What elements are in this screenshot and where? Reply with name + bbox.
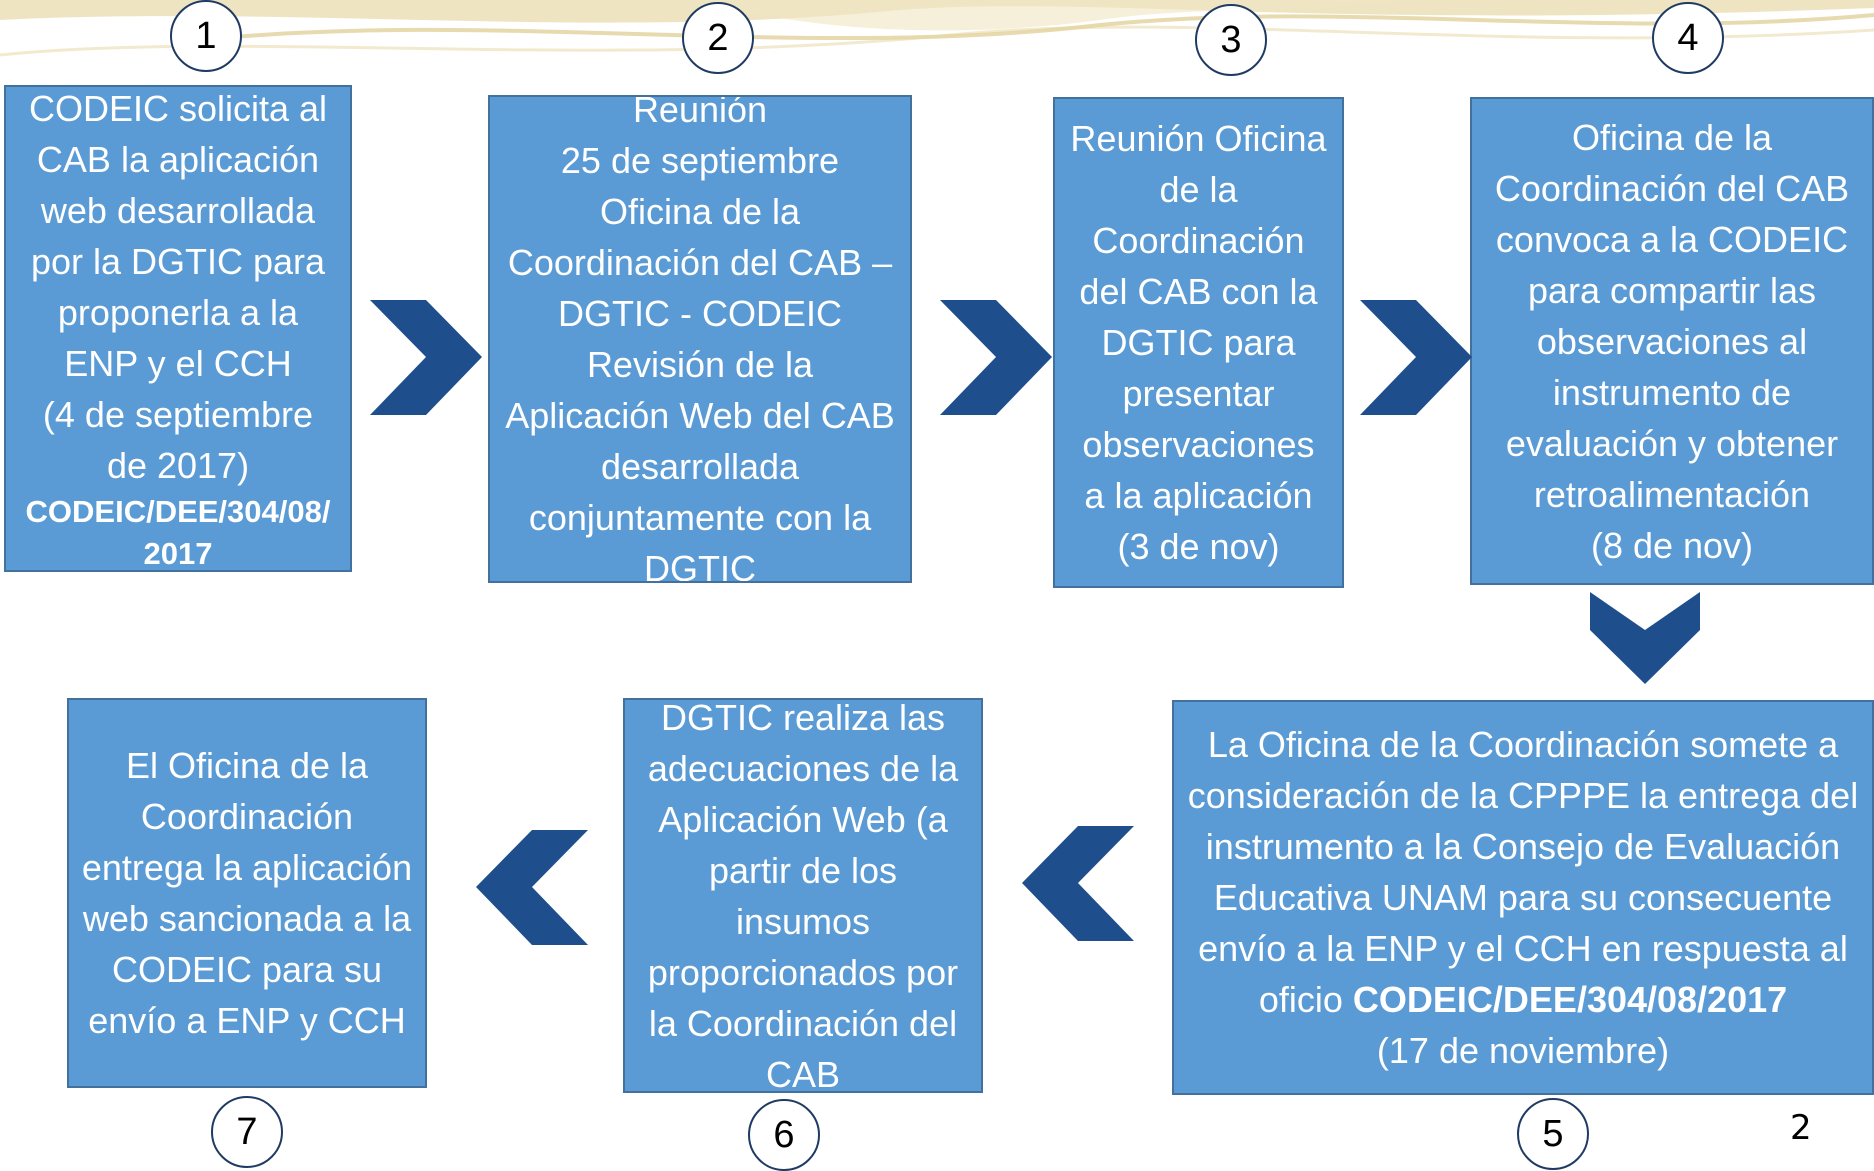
step-text-line: de la (1159, 169, 1238, 210)
step-text-line: la Coordinación del (648, 1002, 958, 1044)
step-text-line: Oficina de la (599, 191, 801, 232)
step-text-line: Coordinación (1092, 220, 1305, 261)
step-text-line: proporcionados por (647, 951, 959, 993)
step-text-line: presentar (1122, 373, 1275, 414)
step-text-line: CODEIC solicita al (28, 87, 328, 129)
step-text-line: ENP y el CCH (64, 342, 292, 384)
arrow-right-icon (370, 300, 482, 415)
step-7-number-circle: 7 (211, 1096, 283, 1168)
step-text-line: DGTIC para (1101, 322, 1296, 363)
step-text-line: 2017 (143, 535, 213, 571)
step-text-line: envío a la ENP y el CCH en respuesta al (1198, 928, 1848, 969)
step-text-line: (3 de nov) (1117, 526, 1280, 567)
arrow-right-icon (940, 300, 1052, 415)
step-text-line: 25 de septiembre (560, 140, 840, 181)
step-text-line: CAB (765, 1053, 841, 1093)
step-4-box: Oficina de la Coordinación del CAB convoca… (1470, 97, 1874, 585)
step-text-line: Coordinación del CAB (1494, 167, 1850, 209)
step-text-line: instrumento de (1552, 371, 1792, 413)
step-text-line: (4 de septiembre (42, 393, 314, 435)
step-text-line: instrumento a la Consejo de Evaluación (1205, 826, 1841, 867)
step-text-line: insumos (735, 900, 871, 942)
step-text-line: partir de los (708, 849, 898, 891)
step-text-line: La Oficina de la Coordinación somete a (1207, 724, 1839, 765)
step-6-box: DGTIC realiza las adecuaciones de la Aplic… (623, 698, 983, 1093)
step-text-line: DGTIC realiza las (660, 698, 946, 738)
step-text-line: a la aplicación (1084, 475, 1313, 516)
step-text-line: entrega la aplicación (81, 847, 413, 888)
step-text-line: para compartir las (1527, 269, 1817, 311)
step-7-box: El Oficina de la Coordinación entrega la a… (67, 698, 427, 1088)
bold-reference-code: CODEIC/DEE/304/08/2017 (1352, 979, 1788, 1020)
step-text-line: CODEIC/DEE/304/08/ (25, 493, 331, 529)
step-text-line: Aplicación Web del CAB (505, 395, 895, 436)
header-swoosh-decoration (0, 0, 1874, 57)
step-text-line: Reunión Oficina (1070, 118, 1327, 159)
step-text-line: oficio CODEIC/DEE/304/08/2017 (1258, 979, 1788, 1020)
step-text-line: Coordinación del CAB – (507, 242, 893, 283)
step-1-number-circle: 1 (170, 0, 242, 72)
step-text-line: Oficina de la (1571, 116, 1773, 158)
step-text-line: El Oficina de la (125, 745, 369, 786)
step-text-line: web sancionada a la (82, 898, 412, 939)
arrow-left-icon (476, 830, 588, 945)
step-1-box: CODEIC solicita al CAB la aplicación web d… (4, 85, 352, 572)
step-text-line: consideración de la CPPPE la entrega del (1187, 775, 1859, 816)
step-text-line: retroalimentación (1533, 473, 1811, 515)
step-6-number-circle: 6 (748, 1099, 820, 1171)
step-text-line: CODEIC para su (111, 949, 383, 990)
step-text-line: web desarrollada (40, 189, 316, 231)
page-number: 2 (1790, 1108, 1812, 1148)
step-text-line: adecuaciones de la (647, 747, 959, 789)
step-text-line: conjuntamente con la (528, 497, 872, 538)
step-2-number-circle: 2 (682, 2, 754, 74)
step-text-line: (8 de nov) (1590, 524, 1754, 566)
step-text-line: observaciones (1082, 424, 1315, 465)
arrow-right-icon (1360, 300, 1472, 415)
step-text-line: observaciones al (1536, 320, 1808, 362)
step-4-number-circle: 4 (1652, 2, 1724, 74)
step-3-number-circle: 3 (1195, 4, 1267, 76)
step-text-line: Reunión (632, 95, 768, 130)
step-text-line: envío a ENP y CCH (88, 1000, 406, 1041)
step-text-line: de 2017) (106, 444, 250, 486)
step-5-box: La Oficina de la Coordinación somete a co… (1172, 700, 1874, 1095)
arrow-left-icon (1022, 826, 1134, 941)
step-text-line: Educativa UNAM para su consecuente (1213, 877, 1833, 918)
step-text-line: Aplicación Web (a (658, 798, 948, 840)
step-text-line: (17 de noviembre) (1376, 1030, 1670, 1071)
step-text-line: evaluación y obtener (1505, 422, 1839, 464)
step-text-line: CAB la aplicación (36, 138, 320, 180)
step-text-line: proponerla a la (57, 291, 299, 333)
step-text-line: convoca a la CODEIC (1495, 218, 1849, 260)
step-text-line: por la DGTIC para (30, 240, 326, 282)
step-text-line: Revisión de la (586, 344, 814, 385)
arrow-down-icon (1590, 592, 1700, 684)
step-text-line: desarrollada (600, 446, 800, 487)
step-3-box: Reunión Oficina de la Coordinación del CAB … (1053, 97, 1344, 588)
step-text-line: del CAB con la (1079, 271, 1318, 312)
step-text-line: DGTIC - CODEIC (558, 293, 842, 334)
step-text-line: Coordinación (140, 796, 354, 837)
step-5-number-circle: 5 (1517, 1098, 1589, 1170)
step-text-line: DGTIC (644, 548, 756, 583)
